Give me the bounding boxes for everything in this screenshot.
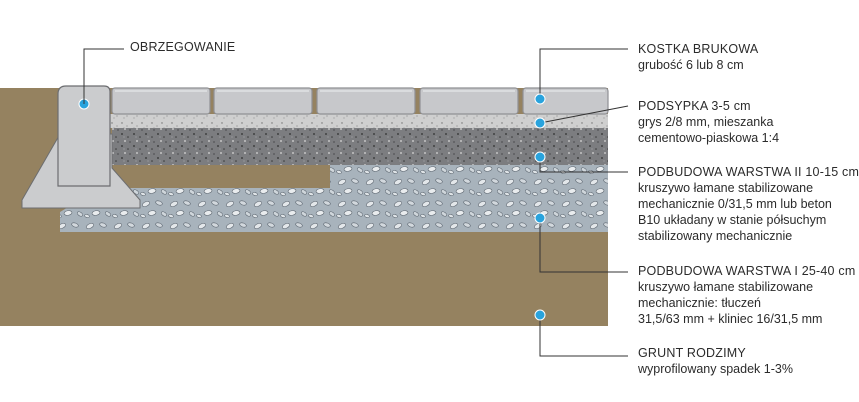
paving-block [522,87,609,115]
label-curb: OBRZEGOWANIE [130,40,235,54]
label-base2-title: PODBUDOWA WARSTWA II 10-15 cm [638,165,859,179]
paver-marker [534,93,546,105]
label-bedding: PODSYPKA 3-5 cm grys 2/8 mm, mieszanka c… [638,98,779,146]
label-paver-desc-1: grubość 6 lub 8 cm [638,58,744,72]
bedding-marker [534,117,546,129]
base1-marker [534,212,546,224]
bedding-layer [108,114,608,128]
leader-paver [539,48,628,99]
label-base1-title: PODBUDOWA WARSTWA I 25-40 cm [638,264,856,278]
label-soil-desc-1: wyprofilowany spadek 1-3% [638,362,793,376]
pavement-cross-section: OBRZEGOWANIE KOSTKA BRUKOWA grubość 6 lu… [0,40,859,377]
label-bedding-desc-2: cementowo-piaskowa 1:4 [638,131,780,145]
cross-section-drawing [0,48,629,357]
label-base1-desc-2: mechanicznie: tłuczeń [638,296,761,310]
leader-base1 [539,218,628,273]
base-layer-2 [112,127,608,165]
paving-block [316,87,416,115]
paving-block [213,87,313,115]
label-soil-title: GRUNT RODZIMY [638,346,746,360]
base-layer-1 [60,165,608,232]
label-base2: PODBUDOWA WARSTWA II 10-15 cm kruszywo ł… [638,164,859,244]
paving-block [419,87,519,115]
label-bedding-desc-1: grys 2/8 mm, mieszanka [638,115,774,129]
label-base1-desc-3: 31,5/63 mm + kliniec 16/31,5 mm [638,312,823,326]
paving-block [111,87,211,115]
soil-marker [534,309,546,321]
label-base1-desc-1: kruszywo łamane stabilizowane [638,280,814,294]
label-bedding-title: PODSYPKA 3-5 cm [638,99,751,113]
label-curb-title: OBRZEGOWANIE [130,40,236,54]
label-base2-desc-2: mechanicznie 0/31,5 mm lub beton [638,197,832,211]
label-base1: PODBUDOWA WARSTWA I 25-40 cm kruszywo ła… [638,263,855,327]
label-paver: KOSTKA BRUKOWA grubość 6 lub 8 cm [638,41,758,73]
curb-stone [57,85,111,187]
leader-bedding [539,105,629,124]
label-base2-desc-4: stabilizowany mechanicznie [638,229,793,243]
label-paver-title: KOSTKA BRUKOWA [638,42,759,56]
label-base2-desc-1: kruszywo łamane stabilizowane [638,181,814,195]
leader-curb [83,48,124,104]
label-base2-desc-3: B10 układany w stanie półsuchym [638,213,827,227]
leader-lines [83,48,629,357]
base2-marker [534,151,546,163]
label-soil: GRUNT RODZIMY wyprofilowany spadek 1-3% [638,345,793,377]
paving-blocks [111,87,609,115]
leader-soil [539,315,628,357]
